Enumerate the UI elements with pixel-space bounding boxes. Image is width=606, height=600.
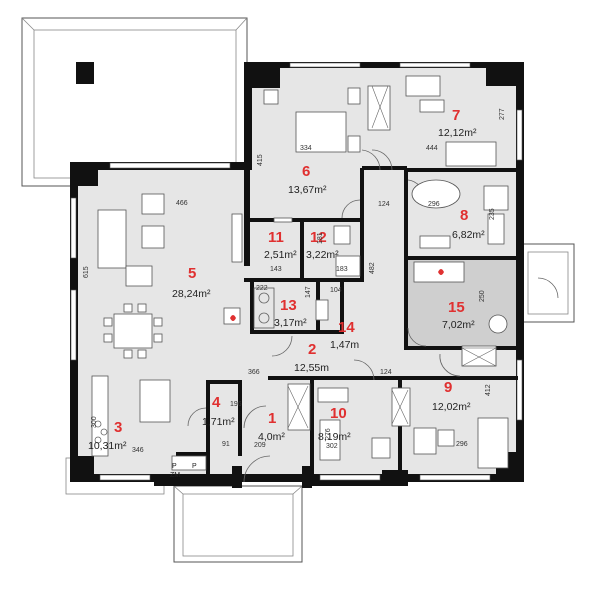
room-area-9: 12,02m² — [432, 401, 471, 413]
dim-209: 209 — [254, 442, 266, 449]
room-area-10: 8,19m² — [318, 431, 351, 443]
room-number-10: 10 — [330, 405, 347, 422]
room-numbers: 1 2 3 4 5 6 7 8 9 10 11 12 13 14 15 — [114, 107, 468, 436]
bedroom-9-furniture — [413, 345, 509, 469]
windows — [70, 62, 523, 481]
room-area-3: 10,31m² — [88, 440, 127, 452]
room-number-15: 15 — [448, 299, 465, 316]
dim-250: 250 — [479, 290, 486, 302]
label-zm: ZM — [170, 472, 180, 479]
service-labels: P P ZM — [170, 463, 197, 479]
room-area-14: 1,47m — [330, 339, 359, 351]
label-p2: P — [192, 463, 197, 470]
dim-91: 91 — [222, 441, 230, 448]
room-number-13: 13 — [280, 297, 297, 314]
dim-346: 346 — [132, 447, 144, 454]
label-p1: P — [172, 463, 177, 470]
dim-143: 143 — [270, 266, 282, 273]
dim-296b: 296 — [456, 441, 468, 448]
dim-276: 276 — [325, 428, 332, 440]
dim-334a: 334 — [300, 145, 312, 152]
dim-277: 277 — [499, 108, 506, 120]
room-area-7: 12,12m² — [438, 127, 477, 139]
dim-444: 444 — [426, 145, 438, 152]
side-entrance-right — [519, 243, 575, 323]
dim-183: 183 — [336, 266, 348, 273]
dim-466: 466 — [176, 200, 188, 207]
room-area-6: 13,67m² — [288, 184, 327, 196]
dim-302: 302 — [326, 443, 338, 450]
room-area-1: 4,0m² — [258, 431, 285, 443]
dim-147: 147 — [305, 286, 312, 298]
dim-300: 300 — [91, 416, 98, 428]
bathroom-8-furniture — [411, 179, 509, 249]
dim-296a: 296 — [428, 201, 440, 208]
dim-366: 366 — [248, 369, 260, 376]
room-area-2: 12,55m — [294, 362, 329, 374]
room-area-15: 7,02m² — [442, 319, 475, 331]
closet-markers — [287, 85, 497, 429]
room-number-11: 11 — [268, 229, 284, 246]
room-number-5: 5 — [188, 265, 196, 282]
room-number-4: 4 — [212, 394, 221, 411]
dim-415: 415 — [257, 154, 264, 166]
entrance-terrace — [173, 485, 303, 563]
dim-412: 412 — [485, 384, 492, 396]
room-areas: 4,0m² 12,55m 10,31m² 1,71m² 28,24m² 13,6… — [88, 127, 485, 452]
dim-104: 104 — [330, 287, 342, 294]
room-number-7: 7 — [452, 107, 460, 124]
room-number-1: 1 — [268, 410, 276, 427]
small-rooms-furniture — [253, 217, 361, 329]
dim-482: 482 — [369, 262, 376, 274]
hall-1-furniture — [287, 383, 311, 431]
dim-222: 222 — [256, 285, 268, 292]
room-number-2: 2 — [308, 341, 316, 358]
room-area-4: 1,71m² — [202, 416, 235, 428]
dimension-labels: 466 615 334 415 444 277 124 296 235 183 … — [83, 108, 506, 454]
room-area-8: 6,82m² — [452, 229, 485, 241]
dim-615: 615 — [83, 266, 90, 278]
dim-196: 196 — [230, 401, 242, 408]
interior-walls — [176, 166, 518, 476]
room-area-12: 3,22m² — [306, 249, 339, 261]
room-number-9: 9 — [444, 379, 452, 396]
room-10-furniture — [317, 387, 411, 461]
living-room-furniture — [97, 193, 243, 359]
room-number-6: 6 — [302, 163, 310, 180]
room-area-5: 28,24m² — [172, 288, 211, 300]
terrace-top-left — [21, 17, 248, 187]
dim-235: 235 — [489, 208, 496, 220]
dim-181: 181 — [317, 232, 324, 244]
room-area-11: 2,51m² — [264, 249, 297, 261]
outer-walls — [70, 62, 524, 488]
room-number-3: 3 — [114, 419, 122, 436]
kitchen-furniture — [91, 375, 207, 471]
room-area-13: 3,17m² — [274, 317, 307, 329]
room-number-12: 12 — [310, 229, 327, 246]
room-number-8: 8 — [460, 207, 468, 224]
bedroom-6-furniture — [263, 87, 361, 153]
dim-124b: 124 — [380, 369, 392, 376]
dim-124a: 124 — [378, 201, 390, 208]
room-15-furniture — [413, 261, 508, 334]
room-number-14: 14 — [338, 319, 355, 336]
